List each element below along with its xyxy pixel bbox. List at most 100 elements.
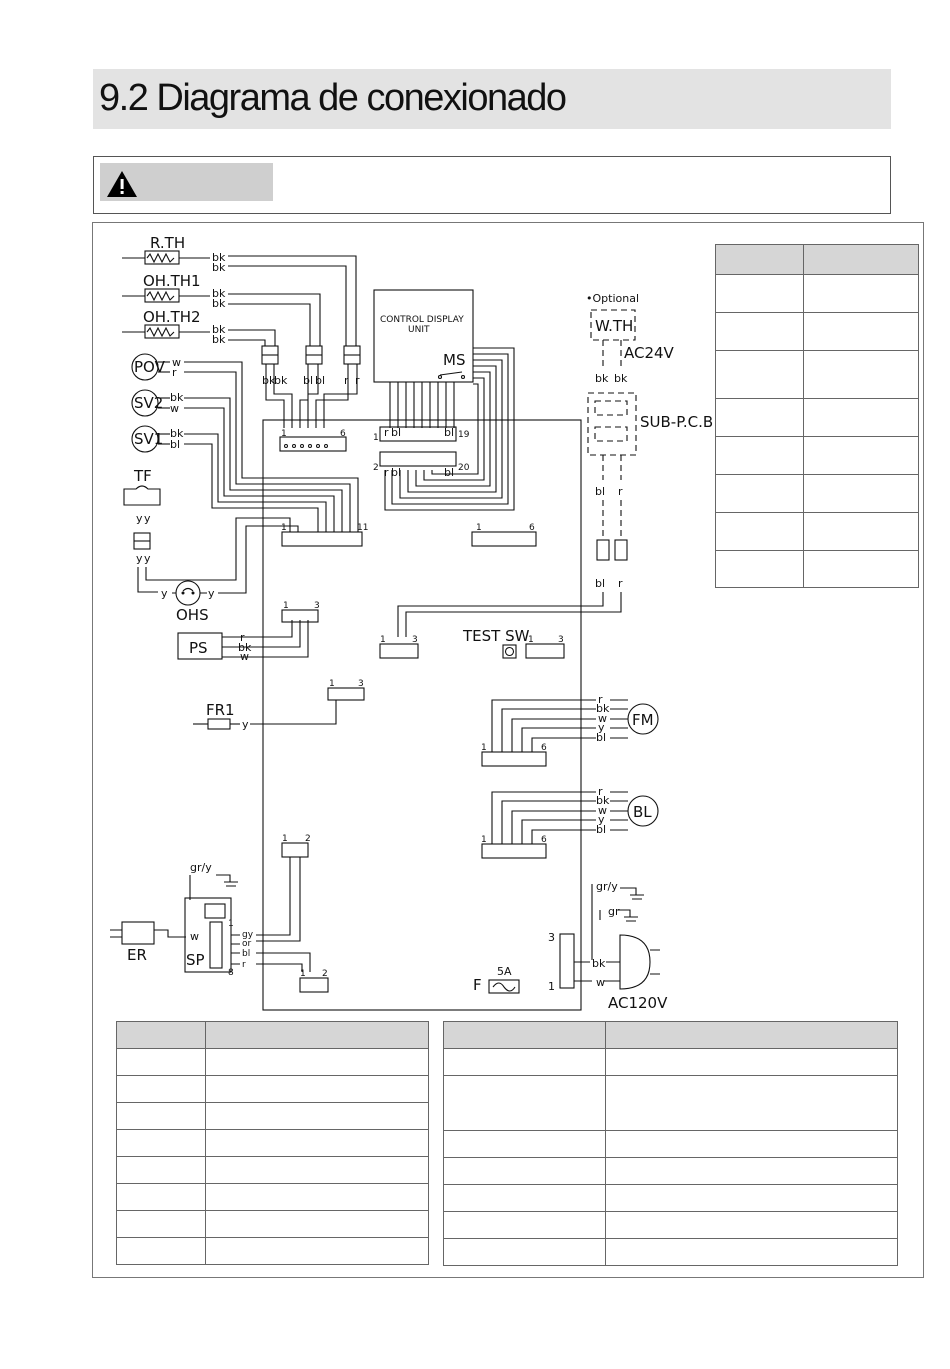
pin-label: 3: [412, 635, 418, 645]
wire-label: y: [242, 718, 249, 731]
cdu-label-1: CONTROL DISPLAY: [380, 315, 464, 325]
pin-label: 11: [357, 523, 368, 533]
control-display-unit: CONTROL DISPLAY UNIT MS: [373, 289, 474, 383]
subpcb-label: SUB-P.C.B: [640, 413, 713, 431]
wire-label: bk: [170, 391, 184, 404]
wire-label: y: [136, 552, 143, 565]
page-title: 9.2 Diagrama de conexionado: [99, 77, 567, 119]
pin-label: 2: [322, 969, 328, 979]
wire-label: bk: [596, 794, 610, 807]
ohth2-sensor: OH.TH2 bk bk: [122, 308, 226, 346]
wire-label: r: [598, 693, 603, 706]
optional-label: •Optional: [586, 292, 639, 305]
er-label: ER: [127, 946, 147, 964]
fr1-label: FR1: [206, 701, 235, 719]
pin-label: 1: [282, 834, 288, 844]
wire-label: y: [598, 721, 605, 734]
wire-label: w: [190, 930, 199, 943]
wire-label: bk: [170, 427, 184, 440]
wire-label: bk: [212, 287, 226, 300]
rth-sensor: R.TH bk bk: [122, 234, 226, 274]
ps-label: PS: [189, 639, 208, 657]
wire-label: bl: [596, 823, 606, 836]
thermal-fuse: TF y y y y: [123, 467, 291, 593]
wire-label: bl: [170, 438, 180, 451]
wire-label: bl: [596, 731, 606, 744]
fuse-label: F: [473, 976, 482, 994]
wire-label: bl: [444, 466, 454, 479]
connector-11pin: [281, 531, 363, 547]
pin-label: 1: [281, 429, 287, 439]
warning-box: [93, 156, 891, 214]
pin-label: 6: [541, 743, 547, 753]
wire-label: r: [242, 960, 246, 970]
surge-protector: gr/y SP 1 8 gy or bl r 1 2: [184, 861, 329, 993]
gr-y-label: gr/y: [596, 880, 618, 893]
pin-label: 1: [380, 635, 386, 645]
wire-label: r: [384, 466, 389, 479]
pin-label: 1: [228, 919, 234, 929]
pin-label: 1: [548, 980, 555, 993]
wire-label: or: [242, 939, 252, 949]
diagram-frame: [92, 222, 924, 1278]
sp-label: SP: [186, 951, 205, 969]
wire-label: bk: [595, 372, 609, 385]
wire-label: bk: [212, 297, 226, 310]
test-sw-label: TEST SW: [462, 627, 530, 645]
wire-label: bl: [242, 949, 250, 959]
wire-label: bk: [212, 323, 226, 336]
sv1-valve: SV1 bk bl: [131, 425, 184, 453]
pin-label: 1: [528, 635, 534, 645]
ohth1-sensor: OH.TH1 bk bk: [122, 272, 226, 310]
connector-3pin: [379, 643, 419, 659]
wire-label: bl: [315, 374, 325, 387]
fuse-rating: 5A: [497, 965, 512, 978]
sv1-label: SV1: [134, 430, 163, 448]
wire-label: w: [172, 356, 181, 369]
sv2-label: SV2: [134, 394, 163, 412]
wire-label: r: [618, 485, 623, 498]
wire-label: bk: [592, 957, 606, 970]
wire-label: bl: [595, 577, 605, 590]
pin-label: 3: [558, 635, 564, 645]
wire-label: bl: [391, 466, 401, 479]
pin-label: 19: [458, 430, 470, 440]
ac120v-label: AC120V: [608, 994, 668, 1012]
rth-label: R.TH: [150, 234, 185, 252]
wire-label: y: [144, 552, 151, 565]
wire-label: r: [172, 366, 177, 379]
wire-label: gy: [242, 930, 254, 940]
wire-label: bk: [212, 261, 226, 274]
optional-wth: •Optional W.TH AC24V bk bk SUB-P.C.B bl …: [397, 292, 713, 637]
pin-label: 3: [314, 601, 320, 611]
pin-label: 6: [340, 429, 346, 439]
ohs-switch: OHS y y: [161, 525, 299, 624]
table-bottom-right: [443, 1021, 898, 1266]
wire-label: bl: [391, 426, 401, 439]
pressure-switch: PS r bk w 1 3: [177, 601, 320, 663]
pin-label: 1: [300, 969, 306, 979]
pov-valve: POV w r: [131, 353, 181, 381]
wire-label: bk: [274, 374, 288, 387]
pin-label: 2: [373, 463, 379, 473]
warning-tab: [100, 163, 273, 201]
wire-label: y: [598, 813, 605, 826]
fm-label: FM: [632, 711, 654, 729]
ohth1-label: OH.TH1: [143, 272, 201, 290]
pin-label: 1: [281, 523, 287, 533]
pin-label: 6: [529, 523, 535, 533]
pin-label: 1: [476, 523, 482, 533]
tf-label: TF: [133, 467, 152, 485]
pin-label: 1: [329, 679, 335, 689]
ms-label: MS: [443, 351, 465, 369]
pin-label: 8: [228, 968, 234, 978]
gr-label: gr: [608, 905, 620, 918]
wire-label: bl: [595, 485, 605, 498]
wire-label: w: [598, 804, 607, 817]
gr-y-label: gr/y: [190, 861, 212, 874]
cdu-label-2: UNIT: [408, 325, 430, 335]
table-right: [715, 244, 919, 588]
wire-label: bk: [596, 702, 610, 715]
pin-label: 20: [458, 463, 470, 473]
